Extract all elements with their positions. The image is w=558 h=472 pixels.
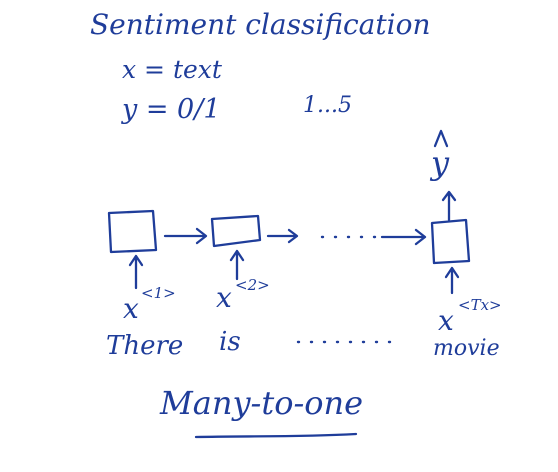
arrow-input1-to-cell1 <box>128 254 144 290</box>
output-label: y <box>429 144 450 182</box>
input-2-superscript: <2> <box>235 276 270 294</box>
word-there: There <box>106 331 183 361</box>
input-3-var: x <box>438 304 454 337</box>
arrow-cell2-to-dots <box>266 228 299 244</box>
caption-underline <box>194 432 358 439</box>
y-definition-text: y = 0/1 <box>121 94 221 125</box>
input-2-var: x <box>216 281 232 314</box>
word-movie: movie <box>433 336 500 361</box>
rnn-cell-3 <box>430 218 471 265</box>
rnn-cell-2 <box>210 214 262 248</box>
y-range-text: 1...5 <box>303 93 352 118</box>
caption-many-to-one: Many-to-one <box>159 384 363 422</box>
rnn-cell-1 <box>107 209 158 254</box>
title-text: Sentiment classification <box>90 8 430 41</box>
arrow-cell1-to-cell2 <box>163 227 208 245</box>
arrow-dots-to-cell3 <box>380 228 427 246</box>
input-1-superscript: <1> <box>141 284 176 302</box>
x-definition-text: x = text <box>122 55 223 84</box>
arrow-input3-to-cell3 <box>444 266 460 295</box>
y-hat-caret <box>433 129 449 148</box>
input-1-var: x <box>123 292 139 325</box>
arrow-cell3-to-output <box>441 190 457 222</box>
arrow-input2-to-cell2 <box>229 249 245 281</box>
word-is: is <box>219 327 241 357</box>
input-3-superscript: <Tx> <box>458 296 502 314</box>
